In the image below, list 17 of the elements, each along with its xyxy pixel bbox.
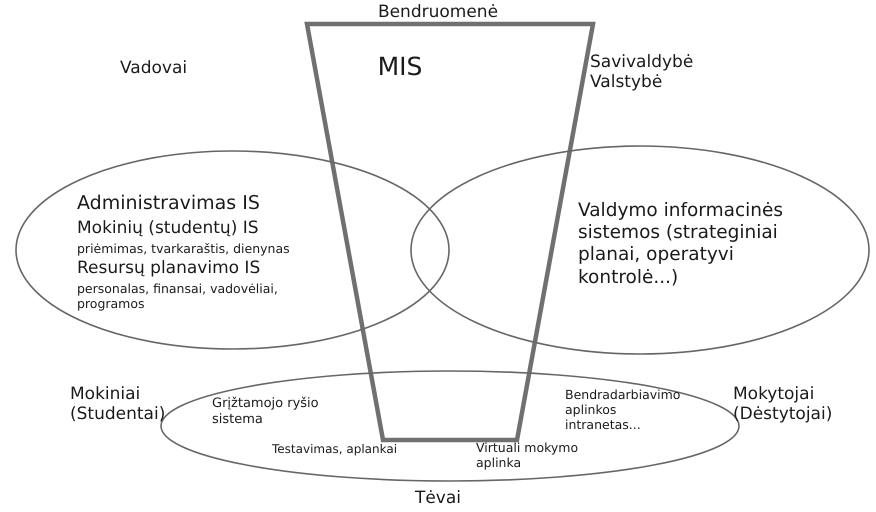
group-label: Mokiniai (Studentai) [70, 384, 166, 424]
group-label: Mokytojai (Dėstytojai) [733, 384, 832, 424]
description: Valdymo informacinės sistemos (strateginiai planai, operatyvi kontrolė...) [578, 200, 783, 288]
item-list: priėmimas, tvarkaraštis, dienynas [77, 241, 290, 256]
title: MIS [378, 52, 422, 81]
system-label: Grįžtamojo ryšio sistema [212, 396, 319, 427]
group-label: Savivaldybė Valstybė [590, 52, 694, 92]
subheading: Mokinių (studentų) IS [77, 218, 259, 238]
group-label: Tėvai [414, 488, 462, 508]
heading: Administravimas IS [77, 192, 260, 214]
group-label: Bendruomenė [378, 2, 498, 22]
group-label: Vadovai [120, 58, 188, 78]
subheading: Resursų planavimo IS [77, 258, 260, 278]
system-label: Virtuali mokymo aplinka [476, 440, 578, 470]
system-label: Testavimas, aplankai [272, 442, 398, 456]
system-label: Bendradarbiavimo aplinkos intranetas... [565, 387, 680, 432]
item-list: personalas, finansai, vadovėliai, programos [77, 281, 278, 311]
